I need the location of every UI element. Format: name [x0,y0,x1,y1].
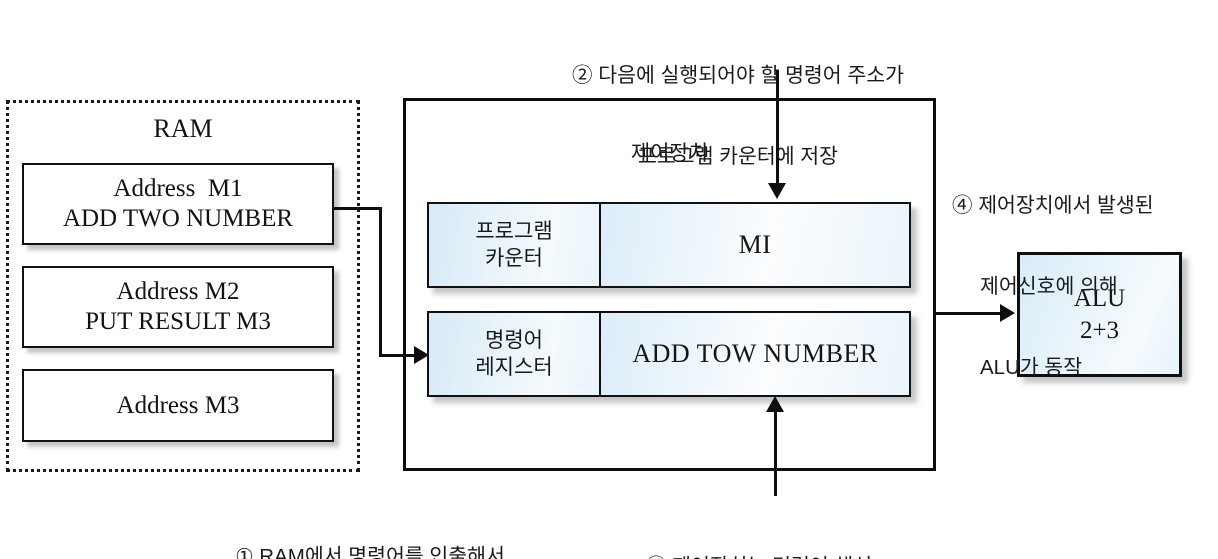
ram-cell-m3: Address M3 [22,369,334,442]
annotation-4-line2: 제어신호에 의해 [980,275,1118,298]
annotation-3-line1: ③ 제어장치는 명령어 해석 [604,553,914,559]
alu-label: ALU [1073,284,1126,312]
connector-ram-to-ir-segment-2 [379,207,382,357]
program-counter-label: 프로그램 카운터 [429,204,601,286]
alu-box: ALU 2+3 [1017,252,1182,377]
instruction-register-label: 명령어 레지스터 [429,313,601,395]
connector-ram-to-ir-segment-3 [379,354,421,357]
annotation-3: ③ 제어장치는 명령어 해석 [604,499,914,559]
annotation-4-line1: ④ 제어장치에서 발생된 [952,194,1154,217]
ram-cell-m1-line2: ADD TWO NUMBER [62,205,294,232]
ram-cell-m3-line1: Address M3 [116,391,240,419]
connector-ram-to-ir-segment-1 [334,207,382,210]
instruction-register-row: 명령어 레지스터 ADD TOW NUMBER [427,311,911,397]
annotation-2: ② 다음에 실행되어야 할 명령어 주소가 프로그램 카운터에 저장 [503,8,973,224]
control-unit-label: 제어장치 [630,142,709,165]
ram-cell-m2: Address M2 PUT RESULT M3 [22,266,334,348]
annotation-4: ④ 제어장치에서 발생된 제어신호에 의해 ALU가 동작 [952,138,1218,435]
annotation-1-line1: ① RAM에서 명령어를 인출해서 [235,545,505,559]
annotation-1: ① RAM에서 명령어를 인출해서 명령어 레지스터에 저장 [160,489,580,559]
connector-ram-to-ir-arrowhead [414,346,429,364]
program-counter-row: 프로그램 카운터 MI [427,202,911,288]
annotation-2-line2: 프로그램 카운터에 저장 [638,145,838,168]
annotation-2-line1: ② 다음에 실행되어야 할 명령어 주소가 [572,64,904,87]
instruction-register-label-line2: 레지스터 [475,356,553,379]
annotation-4-line3: ALU가 동작 [980,356,1083,379]
ram-cell-m2-line1: Address M2 [116,278,240,305]
ram-cell-m2-line2: PUT RESULT M3 [85,308,271,335]
program-counter-label-line1: 프로그램 [475,220,553,243]
alu-operation: 2+3 [1079,316,1120,344]
ram-label: RAM [153,114,213,143]
instruction-register-label-line1: 명령어 [485,329,543,352]
connector-annotation3-to-ir-line [774,410,777,496]
connector-annotation2-to-pc-arrowhead [768,183,786,199]
connector-annotation2-to-pc-line [776,70,779,183]
connector-cu-to-alu-arrowhead [1000,304,1015,322]
connector-cu-to-alu-line [936,312,1004,315]
program-counter-label-line2: 카운터 [485,247,543,270]
instruction-register-value: ADD TOW NUMBER [601,313,909,395]
connector-annotation3-to-ir-arrowhead [766,396,784,412]
ram-cell-m1: Address M1 ADD TWO NUMBER [22,163,334,245]
program-counter-value: MI [601,204,909,286]
ram-cell-m1-line1: Address M1 [113,175,243,202]
